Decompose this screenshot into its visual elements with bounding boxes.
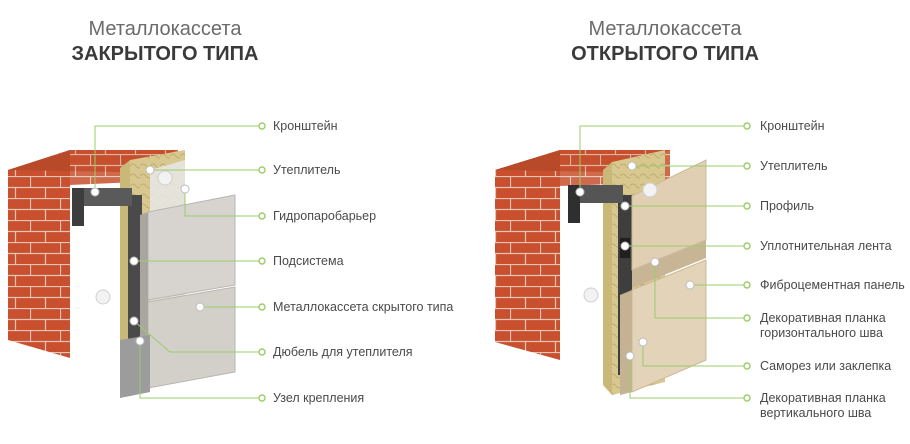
right-label-vertical-strip-line2: вертикального шва: [760, 406, 871, 420]
left-leaders: [94, 125, 260, 399]
right-label-horizontal-strip-line1: Декоративная планка: [760, 311, 886, 325]
right-insulation-edge: [603, 162, 612, 395]
left-marker-node: [135, 336, 145, 346]
right-label-insulation: Утеплитель: [760, 159, 827, 173]
left-marker-subsystem: [129, 256, 139, 266]
left-illustration: [8, 150, 236, 398]
left-marker-dowel: [129, 316, 139, 326]
right-illustration: [495, 150, 707, 395]
right-label-sealing-tape: Уплотнительная лента: [760, 239, 892, 253]
left-fixing-node: [120, 335, 150, 398]
right-panel-edge: [620, 290, 632, 395]
left-label-vapor-barrier: Гидропаробарьер: [273, 209, 376, 223]
left-markers: [90, 165, 205, 346]
left-insulation-edge: [120, 160, 130, 390]
right-marker-sealing-tape: [620, 241, 630, 251]
right-label-bracket: Кронштейн: [760, 119, 825, 133]
left-marker-bracket: [90, 187, 100, 197]
right-brick-wall: [495, 150, 560, 360]
right-label-profile: Профиль: [760, 199, 814, 213]
right-title-line2: ОТКРЫТОГО ТИПА: [571, 43, 759, 65]
right-dowel-head-top: [642, 182, 658, 198]
right-markers: [575, 161, 695, 361]
left-marker-barrier: [180, 184, 190, 194]
left-bracket: [72, 188, 132, 206]
left-bracket-foot: [72, 188, 84, 226]
right-label-fiber-cement-panel: Фиброцементная панель: [760, 278, 905, 292]
left-marker-insulation: [145, 165, 155, 175]
left-label-bracket: Кронштейн: [273, 119, 338, 133]
left-label-hidden-cassette: Металлокассета скрытого типа: [273, 300, 453, 314]
right-labels: Кронштейн Утеплитель Профиль Уплотнитель…: [760, 119, 905, 420]
left-label-fixing-node: Узел крепления: [273, 391, 364, 405]
right-marker-insulation: [627, 161, 637, 171]
right-label-vertical-strip-line1: Декоративная планка: [760, 391, 886, 405]
left-label-insulation: Утеплитель: [273, 163, 340, 177]
right-marker-panel: [685, 280, 695, 290]
right-marker-screw: [638, 337, 648, 347]
left-dowel-head: [95, 289, 111, 305]
right-title-line1: Металлокассета: [589, 18, 743, 40]
left-label-insulation-dowel: Дюбель для утеплителя: [273, 345, 413, 359]
left-label-dots: [258, 122, 266, 402]
right-marker-vertical-strip: [625, 351, 635, 361]
left-labels: Кронштейн Утеплитель Гидропаробарьер Под…: [273, 119, 453, 405]
right-marker-profile: [620, 201, 630, 211]
left-dowel-head-top: [157, 170, 173, 186]
right-leaders: [579, 125, 745, 399]
left-brick-wall: [8, 150, 70, 358]
left-title-line1: Металлокассета: [89, 18, 243, 40]
left-cassette-upper: [147, 194, 236, 301]
right-marker-bracket: [575, 187, 585, 197]
left-label-subsystem: Подсистема: [273, 254, 344, 268]
right-label-dots: [743, 122, 751, 402]
left-cassette-lower: [147, 286, 236, 389]
left-title-line2: ЗАКРЫТОГО ТИПА: [72, 43, 259, 65]
right-label-horizontal-strip-line2: горизонтального шва: [760, 326, 883, 340]
right-marker-horizontal-strip: [650, 257, 660, 267]
right-dowel-head: [583, 287, 599, 303]
right-label-screw-or-rivet: Саморез или заклепка: [760, 359, 891, 373]
right-horizontal-strip: [632, 240, 706, 288]
left-marker-cassette: [195, 302, 205, 312]
